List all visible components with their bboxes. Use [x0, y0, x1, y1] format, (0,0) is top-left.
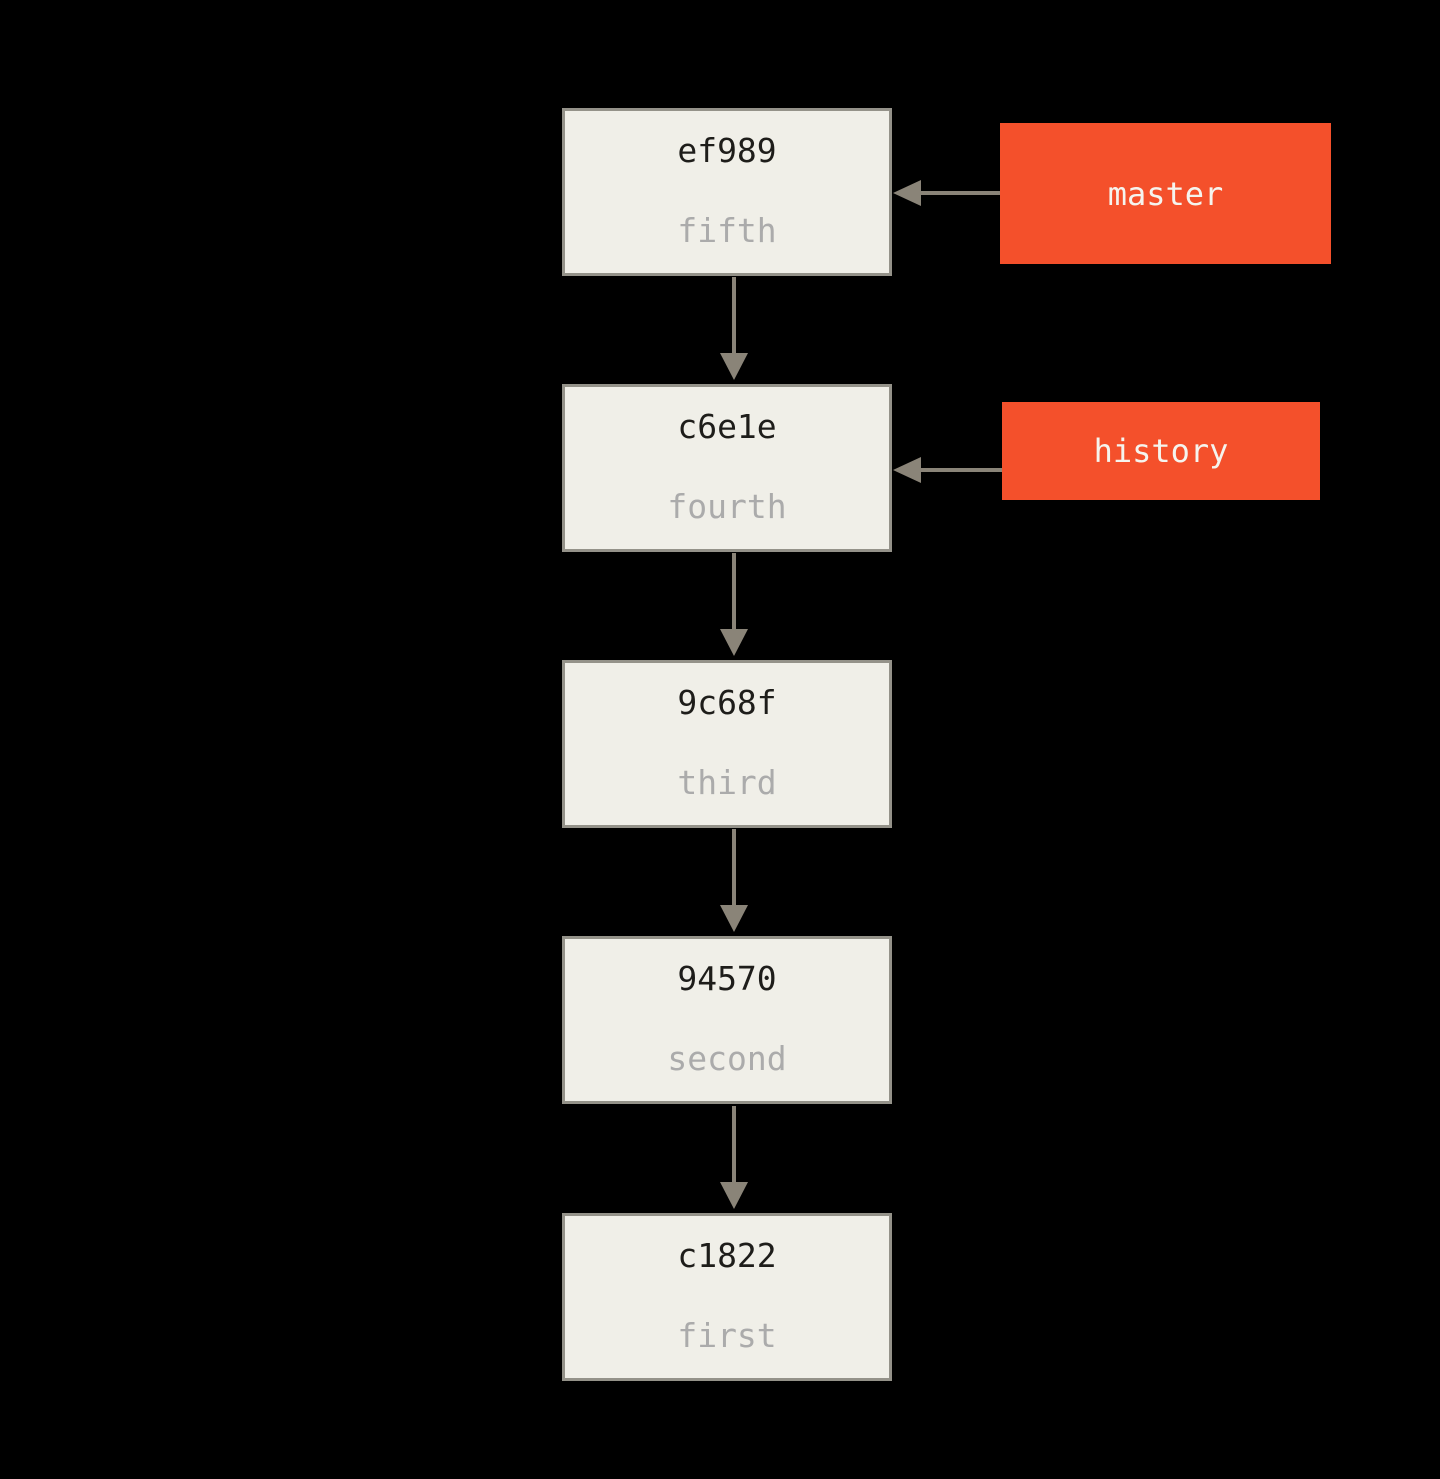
arrowhead-down-icon — [720, 353, 748, 380]
arrowhead-down-icon — [720, 1182, 748, 1209]
arrowhead-down-icon — [720, 905, 748, 932]
branch-name: master — [1107, 174, 1224, 213]
branch-name: history — [1093, 432, 1229, 470]
commit-id: 9c68f — [677, 683, 777, 722]
commit-id: 94570 — [677, 959, 777, 998]
commit-message: third — [677, 763, 777, 802]
branch-label-history: history — [1002, 402, 1320, 500]
commit-box-ef989: ef989 fifth — [562, 108, 892, 276]
commit-id: c1822 — [677, 1236, 777, 1275]
commit-message: fifth — [677, 211, 777, 250]
commit-box-94570: 94570 second — [562, 936, 892, 1104]
commit-box-c1822: c1822 first — [562, 1213, 892, 1381]
commit-id: ef989 — [677, 131, 777, 170]
commit-box-c6e1e: c6e1e fourth — [562, 384, 892, 552]
arrowhead-down-icon — [720, 629, 748, 656]
commit-message: first — [677, 1316, 777, 1355]
arrowhead-left-icon — [893, 180, 921, 206]
commit-id: c6e1e — [677, 407, 777, 446]
commit-message: second — [667, 1039, 787, 1078]
arrowhead-left-icon — [893, 457, 921, 483]
commit-message: fourth — [667, 487, 787, 526]
branch-label-master: master — [1000, 123, 1331, 264]
commit-box-9c68f: 9c68f third — [562, 660, 892, 828]
